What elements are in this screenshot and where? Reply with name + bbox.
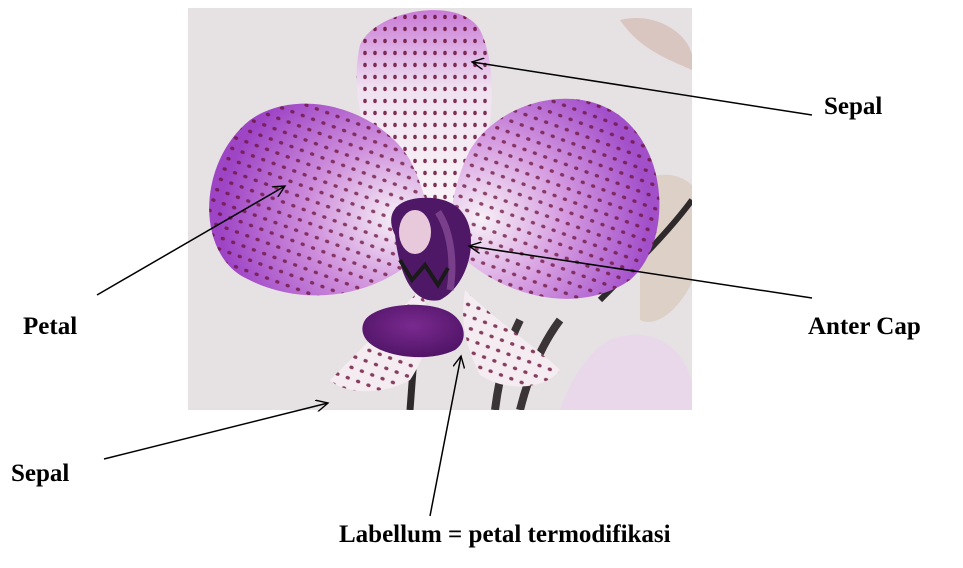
label-anter-cap: Anter Cap: [808, 313, 921, 341]
arrow-sepal-bottom: [104, 403, 328, 459]
label-petal: Petal: [23, 313, 77, 341]
label-labellum: Labellum = petal termodifikasi: [339, 521, 671, 549]
orchid-photo: [188, 8, 706, 410]
label-sepal-bottom: Sepal: [11, 460, 69, 488]
label-sepal-top: Sepal: [824, 93, 882, 121]
